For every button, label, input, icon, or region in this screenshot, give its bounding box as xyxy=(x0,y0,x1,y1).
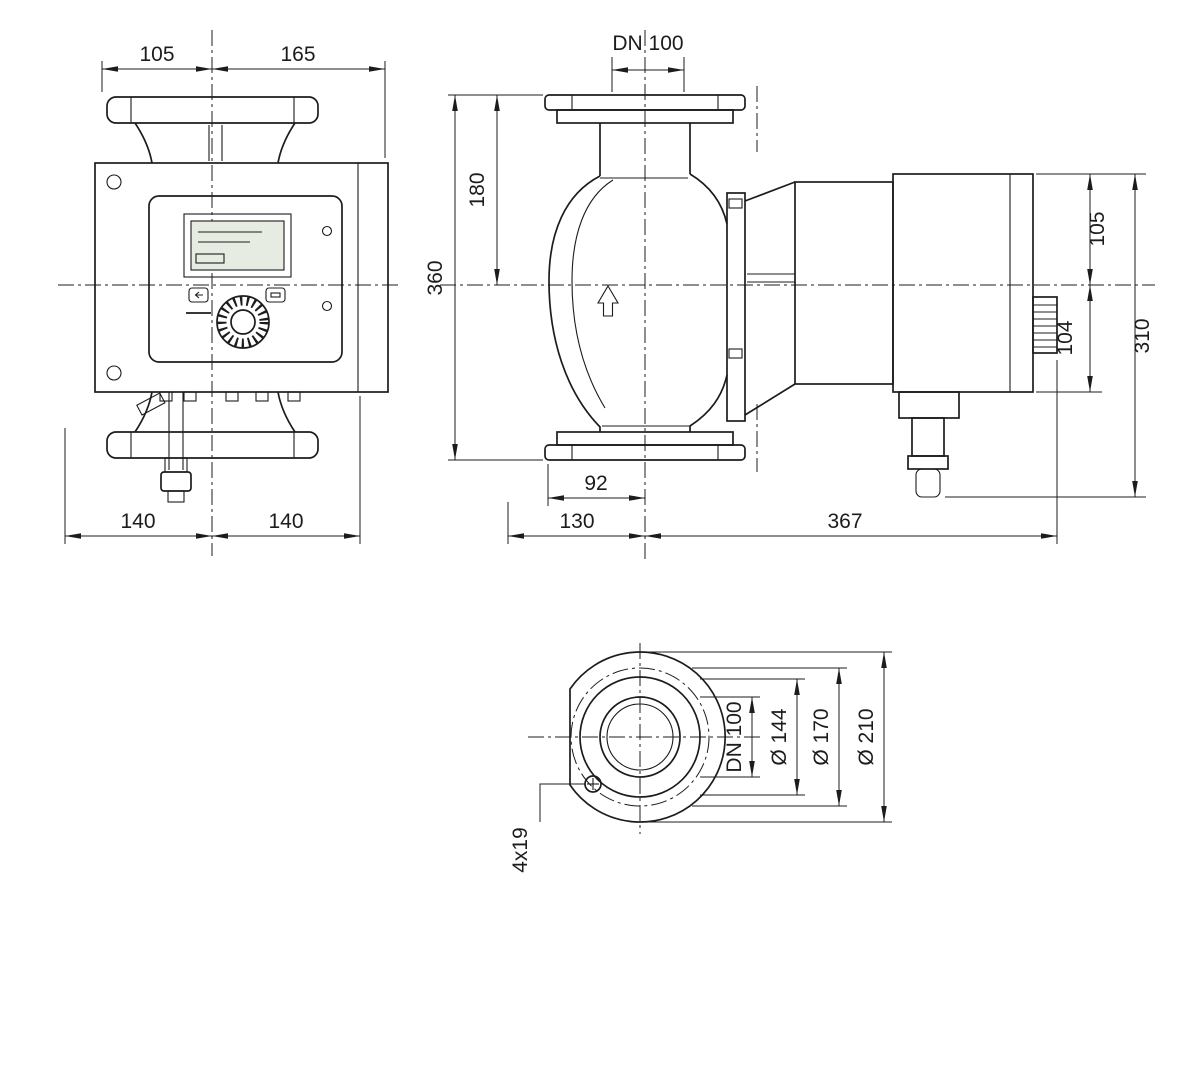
dim-367: 367 xyxy=(645,360,1058,544)
dim-label-dn100-flange: DN 100 xyxy=(723,701,746,772)
dim-label-d144: Ø 144 xyxy=(768,708,791,766)
side-volute xyxy=(548,123,728,432)
vent-valve xyxy=(160,457,192,503)
dim-label-180: 180 xyxy=(466,172,489,207)
dim-92: 92 xyxy=(547,464,645,506)
dim-label-130: 130 xyxy=(559,510,594,533)
side-centerlines xyxy=(440,30,1155,560)
dim-label-165-front: 165 xyxy=(280,43,315,66)
cable-gland xyxy=(915,468,941,498)
side-motor xyxy=(794,181,894,385)
dim-label-104: 104 xyxy=(1054,320,1077,355)
dim-label-4x19: 4x19 xyxy=(509,827,532,873)
dim-front-top-left: 105 xyxy=(101,43,212,92)
dim-label-dn100-side: DN 100 xyxy=(612,32,683,55)
dim-d210: Ø 210 xyxy=(642,651,892,823)
dim-label-d210: Ø 210 xyxy=(855,708,878,765)
flange-outline xyxy=(569,651,726,823)
side-lantern xyxy=(726,181,796,422)
front-cable-glands xyxy=(136,391,301,416)
bore-inner-circle xyxy=(606,703,674,771)
bolt-hole xyxy=(584,775,602,793)
dim-104: 104 xyxy=(1036,285,1102,393)
dim-d144: Ø 144 xyxy=(700,678,805,796)
context-button xyxy=(265,287,286,303)
dim-label-140-left: 140 xyxy=(120,510,155,533)
dim-310: 310 xyxy=(945,174,1154,498)
back-button xyxy=(188,287,209,303)
side-view: DN 100 180 360 92 130 367 xyxy=(424,30,1155,560)
front-pump-body xyxy=(94,162,389,393)
dim-flange-dn100: DN 100 xyxy=(700,696,760,778)
side-top-flange xyxy=(544,94,746,124)
front-bottom-flange xyxy=(106,391,319,503)
dim-front-bottom-right: 140 xyxy=(212,396,361,544)
dim-label-310: 310 xyxy=(1131,318,1154,353)
dim-label-105-side: 105 xyxy=(1086,211,1109,246)
operating-knob xyxy=(216,295,270,349)
dim-d170: Ø 170 xyxy=(692,667,847,807)
connector-ribs xyxy=(1032,296,1058,354)
drain-port xyxy=(136,392,166,416)
dim-label-367: 367 xyxy=(827,510,862,533)
dim-front-top-right: 165 xyxy=(212,43,386,158)
dim-label-140-right: 140 xyxy=(268,510,303,533)
terminal-box xyxy=(898,391,960,498)
dim-130: 130 xyxy=(507,502,645,544)
dim-bolt-holes: 4x19 xyxy=(509,783,585,873)
front-control-panel xyxy=(148,195,343,363)
side-bottom-flange xyxy=(544,431,746,461)
front-centerlines xyxy=(58,30,402,556)
dim-180: 180 xyxy=(466,95,500,285)
dim-105-side: 105 xyxy=(1036,173,1146,285)
display xyxy=(183,213,292,278)
front-view: 105 165 140 140 xyxy=(58,30,402,556)
dim-dn100-top: DN 100 xyxy=(611,32,685,92)
flange-view: DN 100 Ø 144 Ø 170 Ø 210 4x19 xyxy=(509,643,892,873)
bore-circle xyxy=(599,696,681,778)
bolt-circle xyxy=(570,667,710,807)
dim-360: 360 xyxy=(424,94,543,461)
raised-face-circle xyxy=(579,676,701,798)
dim-label-105-front: 105 xyxy=(139,43,174,66)
dim-label-92: 92 xyxy=(584,472,607,495)
dim-label-d170: Ø 170 xyxy=(810,708,833,765)
side-electronics-module xyxy=(892,173,1058,498)
front-top-flange xyxy=(106,96,319,164)
dim-front-bottom-left: 140 xyxy=(64,428,212,544)
dim-label-360: 360 xyxy=(424,260,447,295)
flow-direction-arrow-icon xyxy=(597,284,619,317)
